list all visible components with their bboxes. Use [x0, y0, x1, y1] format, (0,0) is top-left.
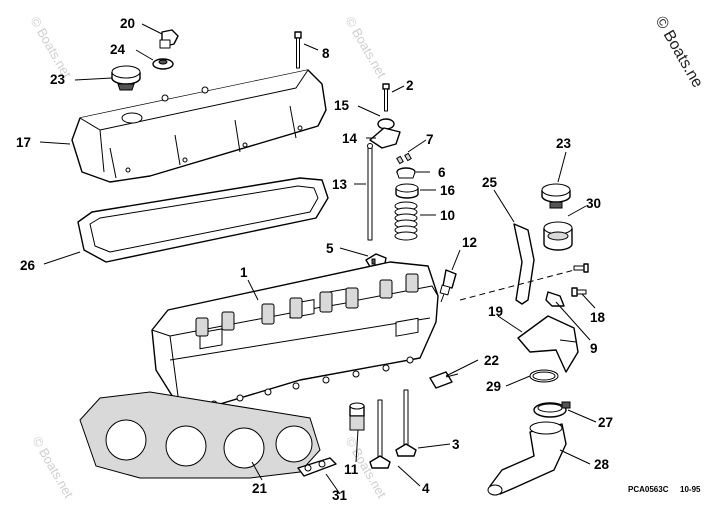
small-bolt	[571, 287, 587, 297]
callout-14: 14	[342, 131, 358, 146]
callout-18: 18	[590, 310, 606, 325]
valve-cover	[71, 69, 327, 183]
callout-27: 27	[598, 415, 613, 430]
bracket	[513, 223, 535, 305]
callout-31: 31	[332, 488, 348, 503]
callout-15: 15	[334, 98, 350, 113]
coolant-hose	[487, 421, 567, 496]
exhaust-seal	[297, 457, 337, 477]
callout-11: 11	[344, 462, 359, 477]
callout-4: 4	[422, 481, 430, 496]
callout-7: 7	[426, 132, 434, 147]
callout-23-left: 23	[50, 72, 66, 87]
spring-retainer	[396, 167, 416, 179]
grommet	[152, 58, 174, 70]
hose-clamp	[533, 401, 571, 418]
callout-1: 1	[240, 265, 248, 280]
valve-spring	[394, 201, 418, 241]
callout-labels: 20 24 23 17 26 8 2 15 14 7 6 16 10 13 5 …	[16, 16, 613, 503]
callout-30: 30	[586, 196, 601, 211]
thermostat-housing	[517, 315, 579, 373]
callout-8: 8	[322, 46, 330, 61]
rocker-arm	[369, 127, 401, 149]
push-rod	[367, 143, 373, 241]
head-gasket	[79, 391, 321, 479]
oil-shield	[395, 183, 419, 199]
callout-13: 13	[332, 177, 348, 192]
callout-21: 21	[252, 481, 268, 496]
leader-lines	[39, 23, 597, 495]
callout-20: 20	[120, 16, 135, 31]
callout-29: 29	[486, 379, 501, 394]
callout-17: 17	[16, 135, 31, 150]
o-ring	[529, 369, 559, 383]
thermostat	[543, 221, 573, 251]
oil-filler-cap-left	[111, 65, 141, 91]
callout-25: 25	[482, 175, 498, 190]
bolt-right	[573, 263, 589, 273]
valve-cover-gasket	[77, 177, 329, 263]
drawing-code: PCA0563C	[628, 485, 669, 494]
cylinder-head	[151, 261, 439, 411]
watermark-1: © Boats.net	[27, 14, 74, 81]
spark-plug	[439, 269, 457, 303]
callout-22: 22	[484, 353, 499, 368]
alignment-line	[459, 267, 583, 301]
oil-filler-cap-right	[541, 183, 571, 209]
corner-watermark: © Boats.ne	[652, 14, 706, 91]
callout-26: 26	[20, 258, 36, 273]
drawing-date: 10-95	[680, 485, 701, 494]
callout-12: 12	[462, 235, 477, 250]
watermark-2: © Boats.net	[342, 14, 389, 81]
valve-stem-seal	[349, 402, 365, 431]
callout-9: 9	[590, 341, 598, 356]
rocker-ball	[377, 118, 395, 130]
callout-3: 3	[452, 437, 460, 452]
breather-elbow	[159, 29, 179, 49]
rocker-stud	[382, 83, 390, 112]
cover-bolt	[294, 31, 302, 69]
clamp	[545, 291, 565, 307]
callout-24: 24	[110, 42, 126, 57]
callout-5: 5	[326, 241, 334, 256]
exhaust-valve	[395, 389, 417, 457]
callout-19: 19	[488, 304, 503, 319]
callout-28: 28	[594, 457, 610, 472]
callout-6: 6	[438, 165, 446, 180]
temperature-sender	[429, 371, 459, 389]
valve-keys	[396, 152, 412, 165]
head-valve-springs	[195, 273, 419, 337]
watermark-3: © Boats.net	[29, 434, 76, 501]
callout-10: 10	[440, 208, 455, 223]
callout-16: 16	[440, 183, 456, 198]
callout-23-right: 23	[556, 136, 572, 151]
callout-2: 2	[406, 78, 414, 93]
intake-valve	[369, 399, 391, 469]
